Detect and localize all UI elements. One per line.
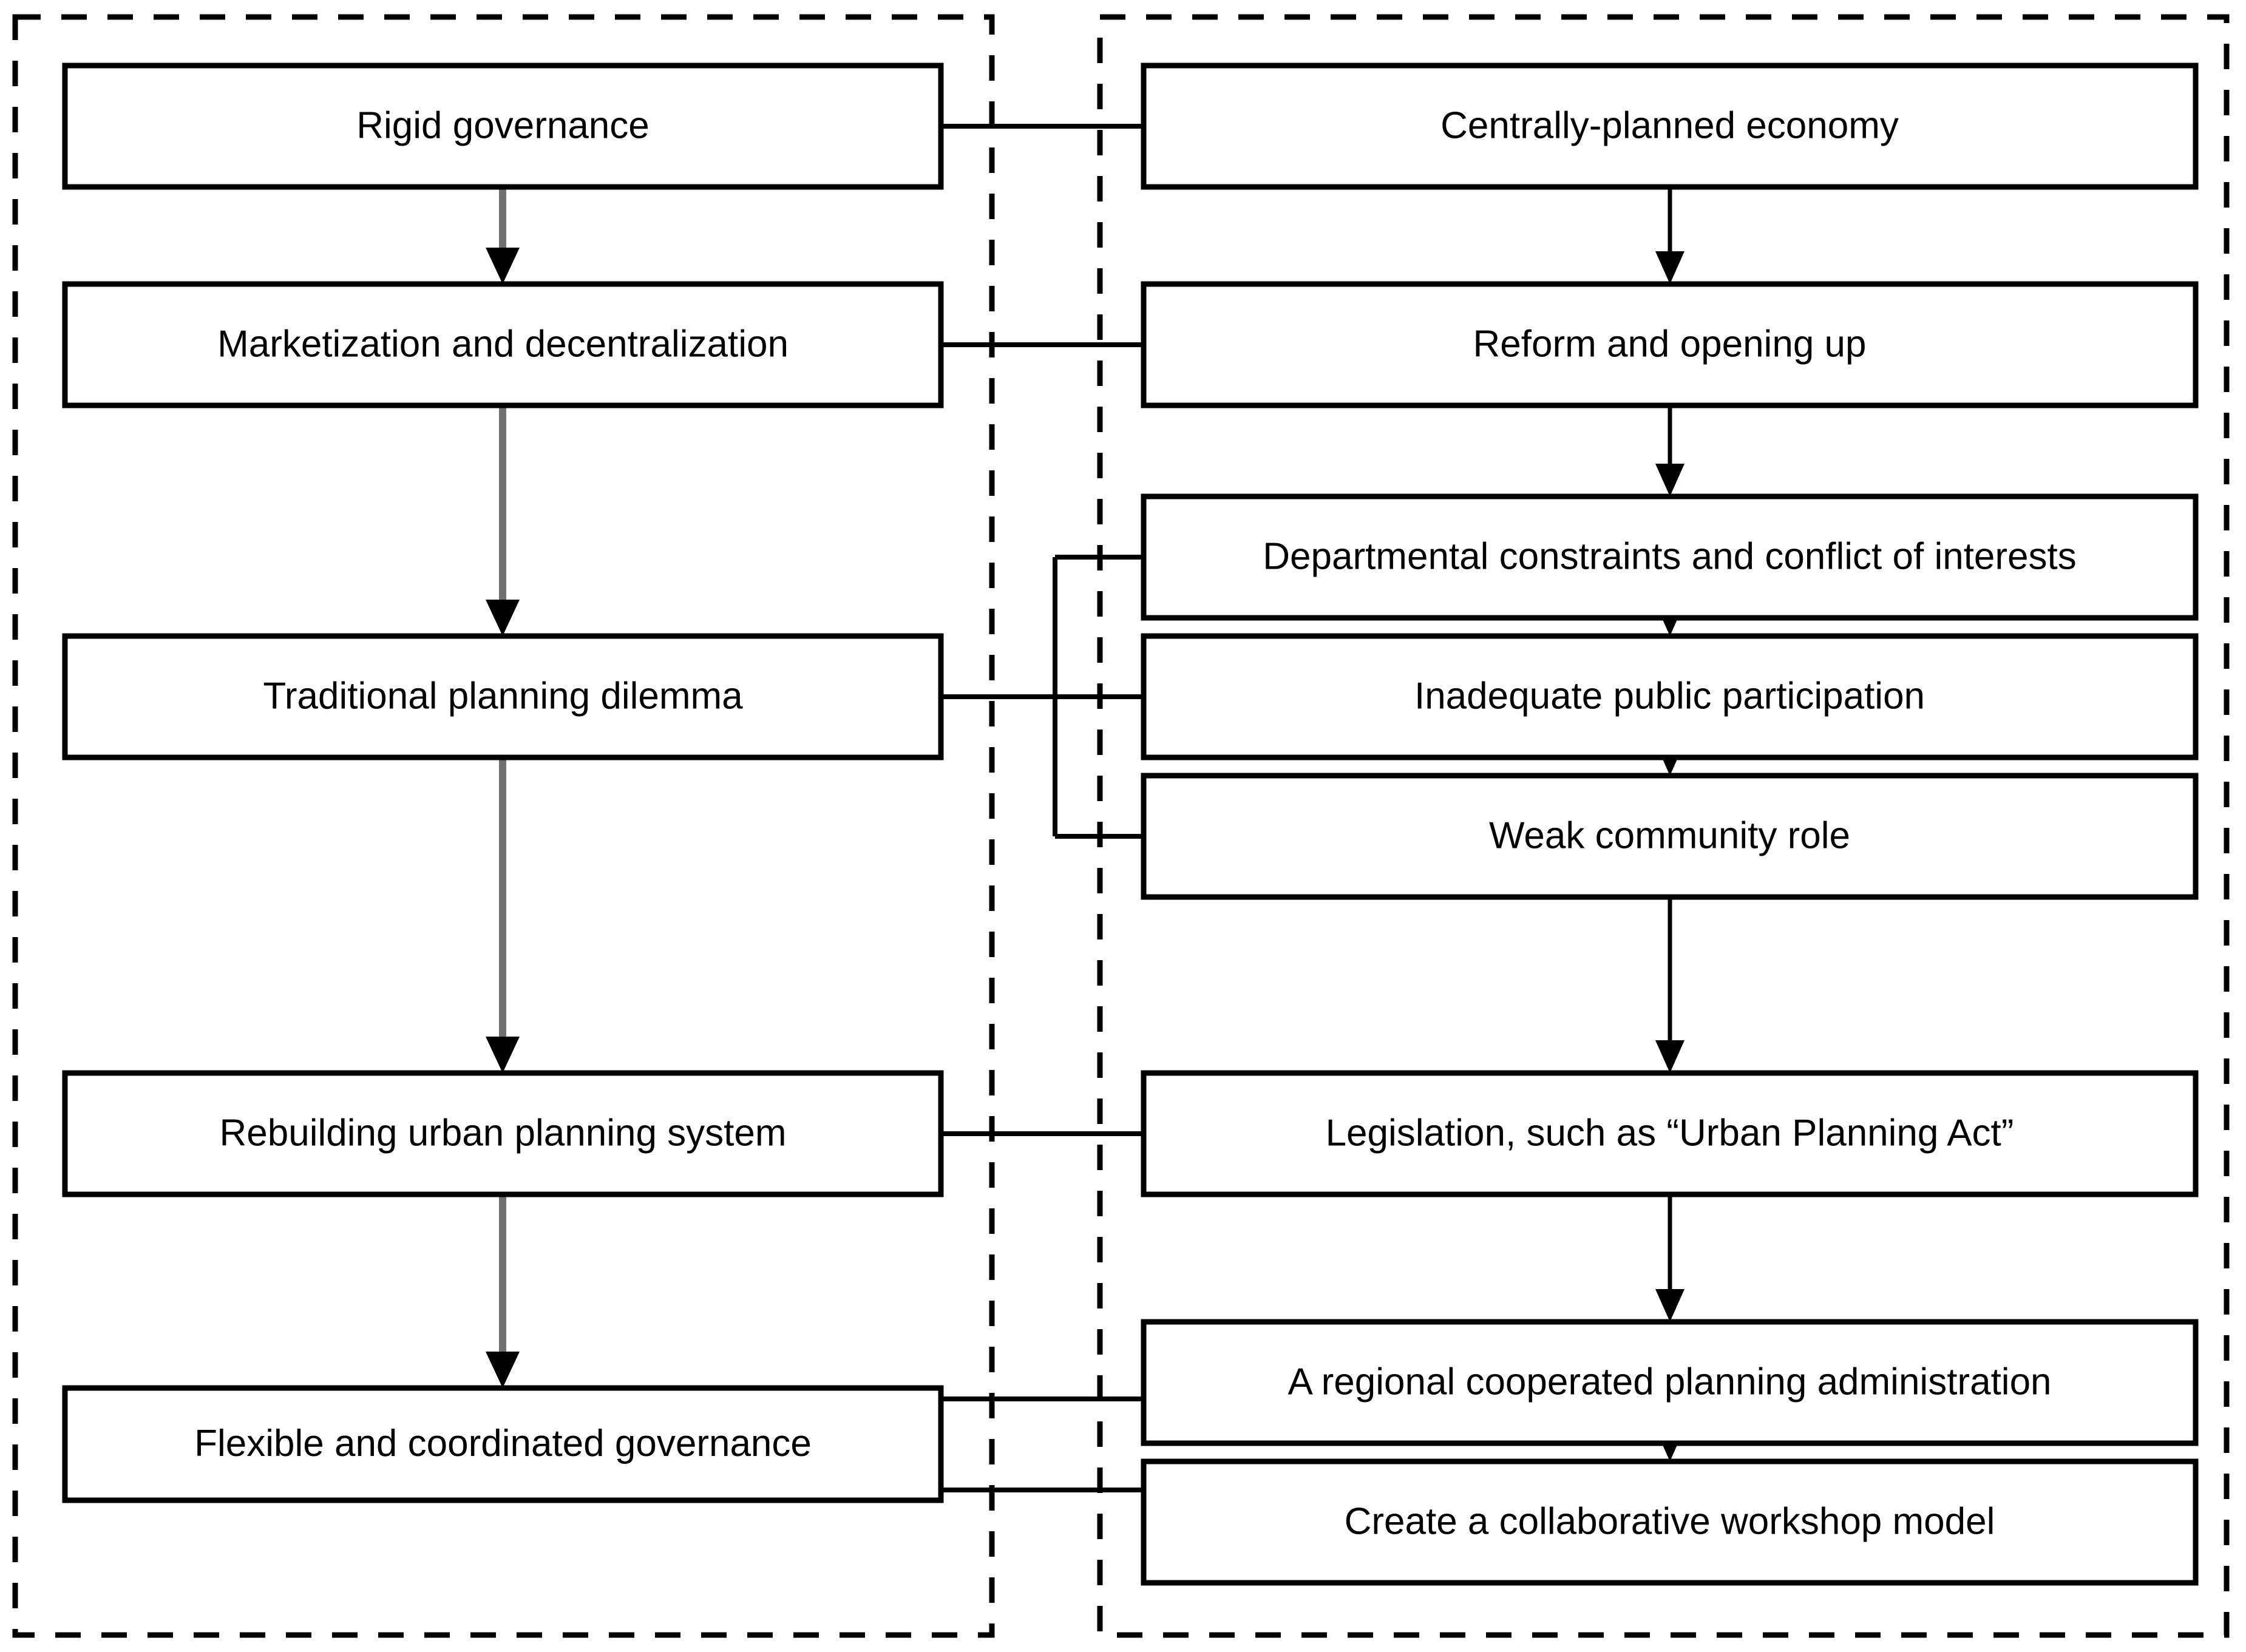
node-label-r7: A regional cooperated planning administr…	[1288, 1361, 2051, 1403]
node-label-l3: Traditional planning dilemma	[263, 675, 743, 717]
node-label-r8: Create a collaborative workshop model	[1345, 1500, 1995, 1542]
node-box-r2[interactable]	[1141, 281, 2199, 408]
node-label-r6: Legislation, such as “Urban Planning Act…	[1326, 1112, 2014, 1154]
arrow-r1-to-r2-head	[1655, 251, 1684, 284]
panel-group	[12, 14, 2230, 1638]
node-label-r4: Inadequate public participation	[1414, 675, 1925, 717]
node-box-l4[interactable]	[62, 1070, 944, 1197]
node-box-r5[interactable]	[1141, 773, 2199, 900]
node-box-r3[interactable]	[1141, 493, 2199, 621]
arrow-l3-to-l4-head	[486, 1037, 520, 1073]
arrow-l2-to-l3-head	[486, 600, 520, 636]
node-label-r2: Reform and opening up	[1473, 323, 1866, 365]
arrow-r2-to-r3-head	[1655, 464, 1684, 496]
arrow-r6-to-r7-head	[1655, 1289, 1684, 1322]
node-label-r5: Weak community role	[1489, 814, 1850, 856]
policy-instrument-panel	[1097, 14, 2230, 1638]
node-label-l4: Rebuilding urban planning system	[219, 1112, 786, 1154]
node-box-r7[interactable]	[1141, 1319, 2199, 1446]
node-box-l1[interactable]	[62, 63, 944, 190]
arrow-l1-to-l2-head	[486, 248, 520, 284]
node-label-r1: Centrally-planned economy	[1440, 104, 1899, 146]
node-box-r8[interactable]	[1141, 1458, 2199, 1586]
arrow-r5-to-r6-head	[1655, 1040, 1684, 1073]
node-box-l2[interactable]	[62, 281, 944, 408]
node-box-r4[interactable]	[1141, 633, 2199, 760]
left-flow-arrow-group	[486, 187, 520, 1388]
node-box-l3[interactable]	[62, 633, 944, 760]
node-label-l1: Rigid governance	[356, 104, 650, 146]
cross-link-group	[941, 124, 1144, 1492]
node-box-r1[interactable]	[1141, 63, 2199, 190]
node-label-r3: Departmental constraints and conflict of…	[1263, 535, 2077, 577]
node-label-l5: Flexible and coordinated governance	[194, 1423, 812, 1464]
node-box-r6[interactable]	[1141, 1070, 2199, 1197]
arrow-l4-to-l5-head	[486, 1352, 520, 1388]
node-label-l2: Marketization and decentralization	[217, 323, 789, 365]
node-box-l5[interactable]	[62, 1385, 944, 1503]
